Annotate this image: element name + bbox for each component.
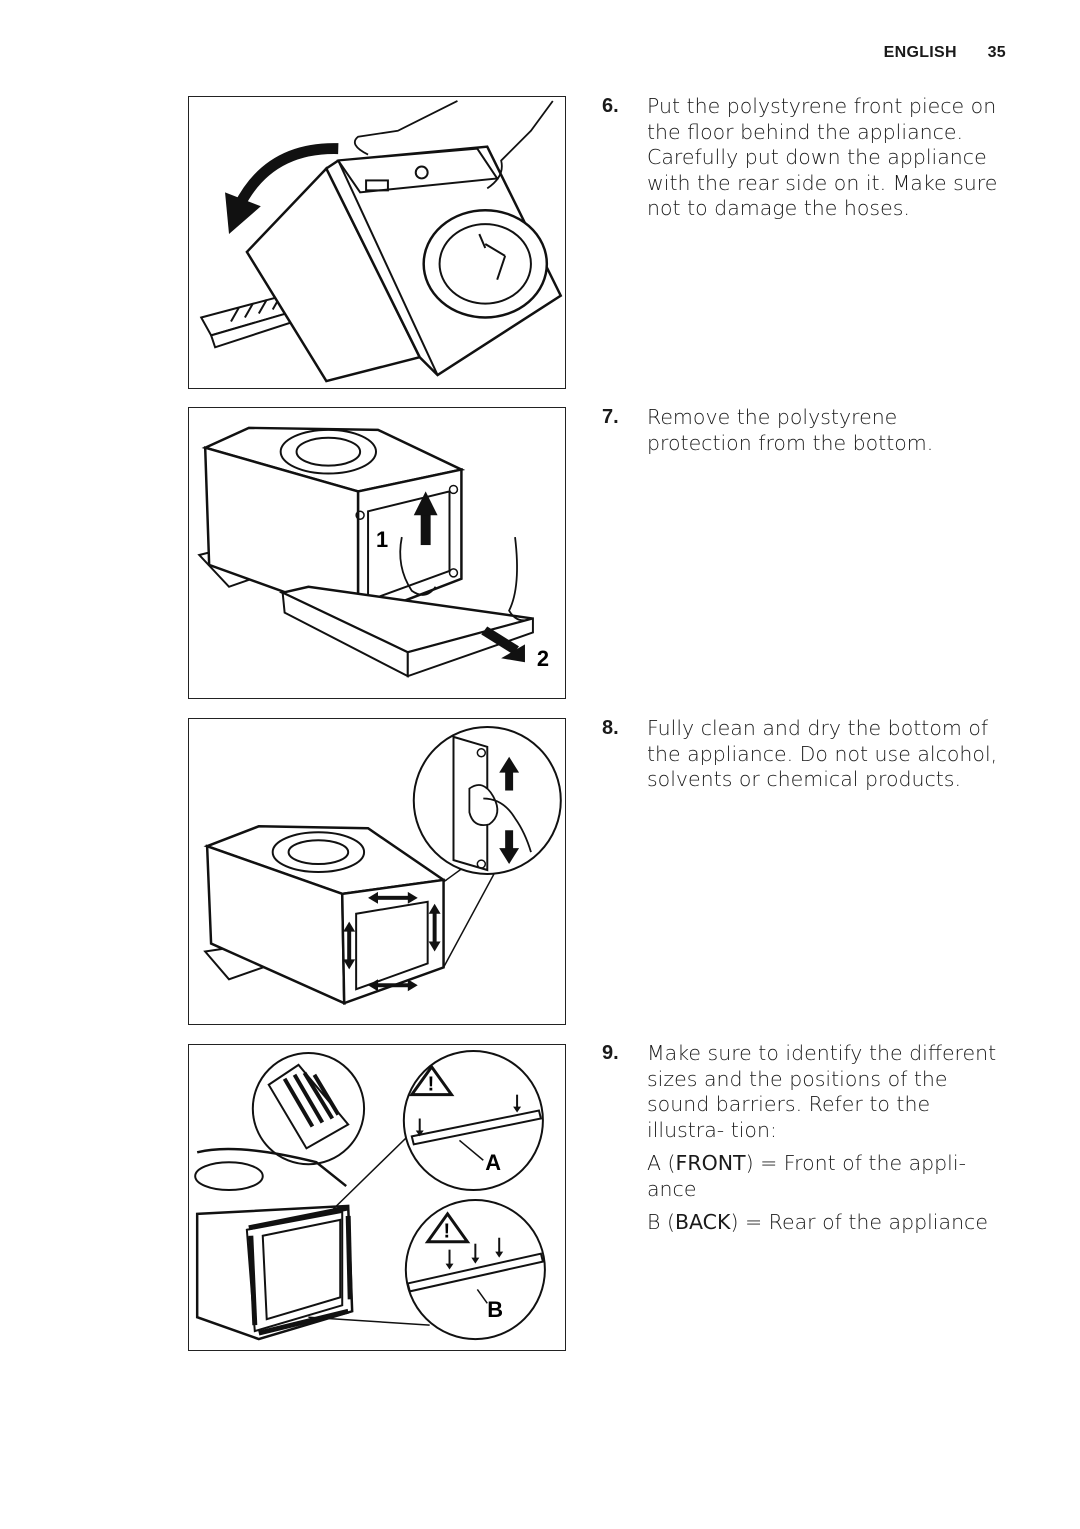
illustration-remove-protection: 1 2 bbox=[188, 407, 566, 699]
step-6: 6. Put the polystyrene front piece on th… bbox=[602, 94, 1002, 222]
clean-bottom-drawing bbox=[203, 725, 562, 1006]
label-front-a: A bbox=[485, 1150, 501, 1175]
step-9: 9. Make sure to identify the different s… bbox=[602, 1041, 1002, 1236]
cleaning-cloth bbox=[468, 784, 499, 826]
illustration-tilt-appliance bbox=[188, 96, 566, 389]
door-porthole bbox=[422, 208, 549, 319]
back-keyword: BACK bbox=[674, 1210, 731, 1234]
page-header: ENGLISH 35 bbox=[884, 44, 1006, 62]
arrow-up-icon bbox=[420, 511, 431, 546]
hand-right bbox=[486, 100, 554, 190]
tilt-appliance-drawing bbox=[199, 100, 563, 383]
back-letter: B bbox=[647, 1210, 661, 1234]
warning-icon bbox=[424, 1211, 471, 1244]
language-label: ENGLISH bbox=[883, 44, 957, 61]
wipe-direction-arrows bbox=[343, 891, 441, 992]
sound-barrier-back bbox=[406, 1252, 545, 1293]
rotate-arrow-icon bbox=[234, 143, 339, 209]
sound-barriers-drawing: ! A ! B bbox=[194, 1049, 546, 1341]
front-description: ) = Front of the appli- ance bbox=[647, 1151, 966, 1201]
illustration-sound-barriers: ! A ! B bbox=[188, 1044, 566, 1351]
arrow-up-icon bbox=[505, 768, 514, 791]
svg-text:!: ! bbox=[428, 1074, 435, 1096]
front-keyword: FRONT bbox=[675, 1151, 746, 1175]
illustration-clean-bottom bbox=[188, 718, 566, 1025]
sound-barrier-front bbox=[410, 1109, 543, 1146]
step-text: Remove the polystyrene protection from t… bbox=[647, 405, 934, 455]
back-definition: B (BACK) = Rear of the appliance bbox=[647, 1210, 988, 1234]
label-step-2: 2 bbox=[537, 646, 549, 671]
front-definition: A (FRONT) = Front of the appli- ance bbox=[647, 1151, 966, 1201]
warning-icon bbox=[408, 1064, 455, 1097]
hand-left bbox=[353, 100, 458, 156]
step-text: Fully clean and dry the bottom of the ap… bbox=[647, 716, 998, 791]
step-7: 7. Remove the polystyrene protection fro… bbox=[602, 405, 1002, 456]
step-number: 9. bbox=[602, 1042, 619, 1064]
arrow-down-icon bbox=[505, 830, 514, 853]
front-letter: A bbox=[647, 1151, 662, 1175]
step-text: Put the polystyrene front piece on the f… bbox=[647, 94, 998, 220]
back-description: ) = Rear of the appliance bbox=[730, 1210, 988, 1234]
appliance-bottom bbox=[340, 878, 445, 1005]
remove-protection-drawing: 1 2 bbox=[197, 426, 549, 678]
step-number: 6. bbox=[602, 95, 619, 117]
arrow-down-right-icon bbox=[481, 626, 520, 655]
step-8: 8. Fully clean and dry the bottom of the… bbox=[602, 716, 1002, 793]
label-step-1: 1 bbox=[376, 527, 388, 552]
svg-text:!: ! bbox=[444, 1221, 451, 1243]
step-number: 8. bbox=[602, 717, 619, 739]
step-text: Make sure to identify the different size… bbox=[647, 1041, 997, 1142]
page-number: 35 bbox=[987, 44, 1006, 61]
step-number: 7. bbox=[602, 406, 619, 428]
label-back-b: B bbox=[487, 1297, 503, 1322]
